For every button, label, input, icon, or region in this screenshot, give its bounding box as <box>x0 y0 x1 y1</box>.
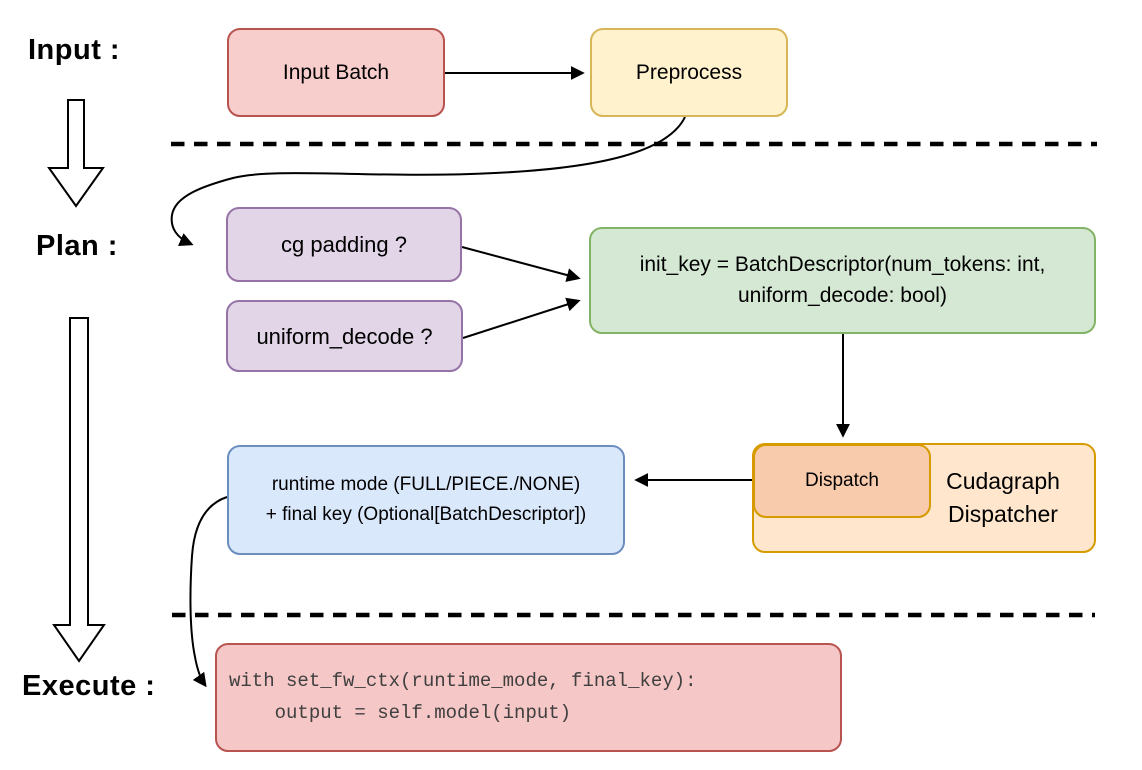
node-uniform-decode: uniform_decode ? <box>226 300 463 372</box>
arrow-runtime-mode-to-execute-code <box>189 496 228 688</box>
node-init-key: init_key = BatchDescriptor(num_tokens: i… <box>589 227 1096 334</box>
arrow-cg-padding-to-init-key <box>461 246 581 282</box>
hollow-arrow-input-to-plan <box>47 99 105 208</box>
hollow-arrow-plan-to-execute <box>52 317 106 663</box>
node-execute-code: with set_fw_ctx(runtime_mode, final_key)… <box>215 643 842 752</box>
arrow-preprocess-to-cg-padding <box>170 116 686 247</box>
node-dispatch: Dispatch <box>753 444 931 518</box>
node-cg-padding: cg padding ? <box>226 207 462 282</box>
stage-label-execute: Execute : <box>22 670 156 702</box>
node-input-batch: Input Batch <box>227 28 445 117</box>
node-runtime-mode: runtime mode (FULL/PIECE./NONE) + final … <box>227 445 625 555</box>
cudagraph-dispatcher-label: Cudagraph Dispatcher <box>946 467 1060 527</box>
node-preprocess: Preprocess <box>590 28 788 117</box>
stage-label-input: Input : <box>28 34 121 66</box>
arrow-uniform-decode-to-init-key <box>462 297 581 339</box>
stage-label-plan: Plan : <box>36 230 118 262</box>
